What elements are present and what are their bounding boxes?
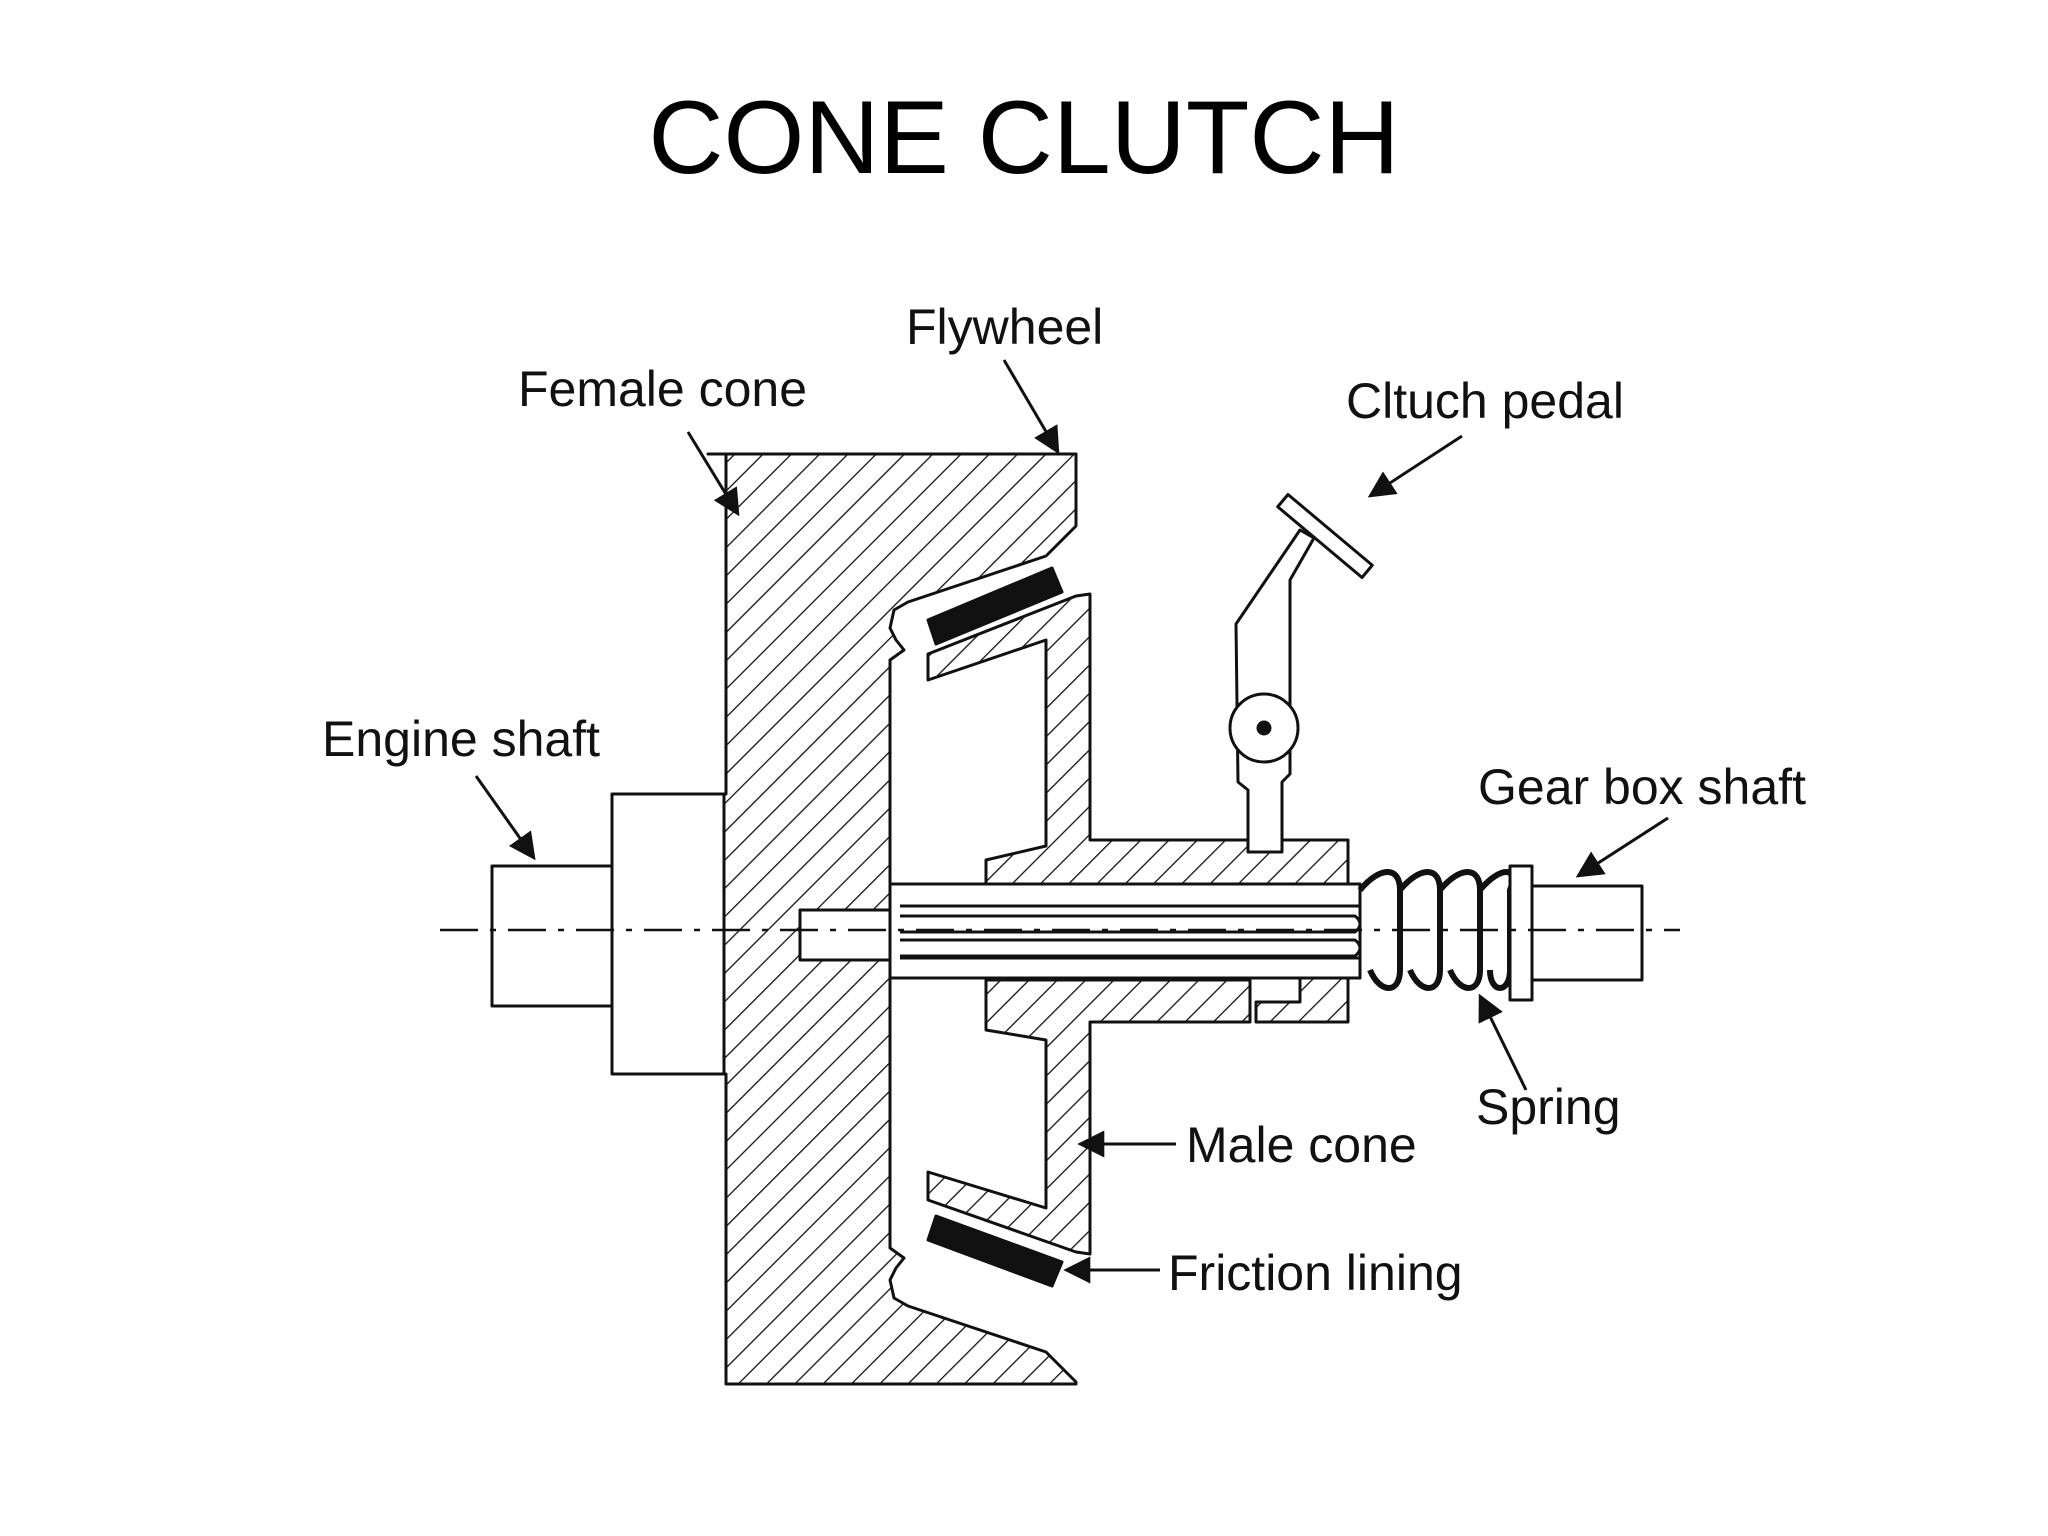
spring-collar [1508,864,1534,1002]
label-clutch-pedal: Cltuch pedal [1346,373,1624,429]
male-cone-lower [926,978,1252,1256]
pilot-shaft [798,908,902,962]
leader-spring [1478,993,1528,1091]
leader-gear-box-shaft [1575,816,1669,878]
label-female-cone: Female cone [518,361,807,417]
leader-clutch-pedal [1367,434,1463,498]
leader-engine-shaft [474,775,536,861]
leader-female-cone [686,431,740,517]
gear-box-shaft [1530,884,1644,982]
clutch-pedal-lever [1234,528,1316,854]
flywheel-female-cone [706,452,1078,1386]
label-flywheel: Flywheel [906,299,1103,355]
friction-lining-upper [926,566,1064,646]
engine-shaft-flange [610,792,726,1076]
label-spring: Spring [1476,1079,1621,1135]
leader-flywheel [1002,359,1060,455]
label-male-cone: Male cone [1186,1117,1417,1173]
engine-shaft [490,864,614,1008]
label-friction-lining: Friction lining [1168,1245,1463,1301]
clutch-pedal-pad [1276,493,1374,579]
friction-lining-lower [926,1214,1064,1288]
label-engine-shaft: Engine shaft [322,711,600,767]
label-gear-box-shaft: Gear box shaft [1478,759,1806,815]
slide-title: CONE CLUTCH [648,80,1400,196]
